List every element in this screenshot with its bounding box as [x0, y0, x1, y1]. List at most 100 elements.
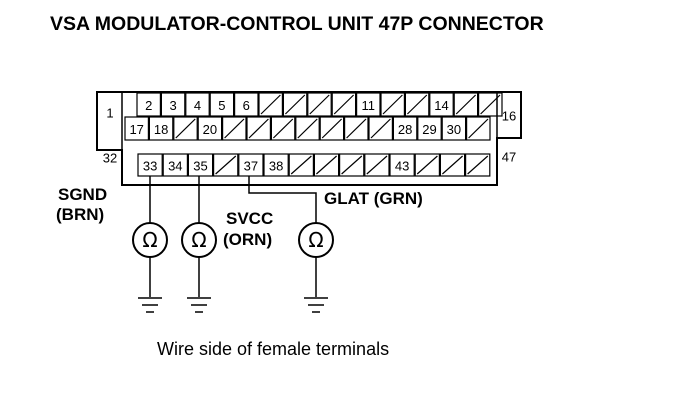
terminal-cell: [162, 153, 188, 177]
side-label-1: 1: [106, 106, 113, 121]
unused-terminal-mark: [248, 118, 269, 139]
terminal-cell: [339, 153, 365, 177]
unused-terminal-mark: [333, 94, 355, 115]
terminal-number-30: 30: [447, 122, 461, 137]
terminal-number-38: 38: [269, 159, 283, 174]
terminal-cell: [417, 116, 442, 141]
terminal-cell: [392, 116, 418, 141]
terminal-number-3: 3: [169, 98, 176, 113]
terminal-cell: [234, 92, 259, 117]
terminal-number-37: 37: [244, 159, 258, 174]
terminal-number-34: 34: [168, 159, 182, 174]
terminal-number-2: 2: [145, 98, 152, 113]
terminal-cell: [414, 153, 441, 177]
terminal-cell: [187, 153, 214, 177]
terminal-cell: [380, 92, 405, 117]
unused-terminal-mark: [321, 118, 343, 139]
unused-terminal-mark: [468, 118, 489, 139]
terminal-number-28: 28: [398, 122, 412, 137]
unused-terminal-mark: [284, 94, 306, 115]
terminal-cell: [263, 153, 289, 177]
ground-icon: [138, 297, 162, 313]
terminal-cell: [238, 153, 264, 177]
terminal-number-4: 4: [194, 98, 201, 113]
terminal-number-43: 43: [395, 159, 409, 174]
terminal-cell: [453, 92, 479, 117]
ohm-symbol: Ω: [142, 228, 157, 252]
terminal-cell: [282, 92, 308, 117]
terminal-cell: [429, 92, 454, 117]
terminal-cell: [356, 92, 381, 117]
terminal-cell: [368, 116, 393, 141]
terminal-cell: [148, 116, 174, 141]
unused-terminal-mark: [416, 155, 438, 175]
unused-terminal-mark: [316, 155, 337, 175]
terminal-number-6: 6: [243, 98, 250, 113]
terminal-number-17: 17: [129, 122, 143, 137]
signal-label-sgnd: SGND: [58, 185, 107, 204]
terminal-number-18: 18: [154, 122, 168, 137]
terminal-cell: [465, 153, 491, 177]
terminal-cell: [439, 153, 466, 177]
terminal-cell: [258, 92, 283, 117]
terminal-number-33: 33: [143, 159, 157, 174]
signal-label-glat: GLAT (GRN): [324, 189, 423, 208]
unused-terminal-mark: [442, 155, 463, 175]
ohm-symbol: Ω: [308, 228, 323, 252]
ground-icon: [187, 297, 211, 313]
terminal-cell: [313, 153, 340, 177]
terminal-cell: [222, 116, 247, 141]
terminal-cell: [246, 116, 271, 141]
wire-glat: [248, 176, 317, 223]
unused-terminal-mark: [224, 118, 245, 139]
unused-terminal-mark: [175, 118, 196, 139]
unused-terminal-mark: [341, 155, 363, 175]
terminal-cell: [288, 153, 315, 177]
side-label-16: 16: [502, 109, 516, 124]
unused-terminal-mark: [290, 155, 312, 175]
terminal-cell: [295, 116, 320, 141]
unused-terminal-mark: [297, 118, 318, 139]
unused-terminal-mark: [370, 118, 391, 139]
unused-terminal-mark: [455, 94, 477, 115]
terminal-cell: [404, 92, 430, 117]
diagram-title: VSA MODULATOR-CONTROL UNIT 47P CONNECTOR: [50, 13, 544, 35]
unused-terminal-mark: [467, 155, 489, 175]
signal-label-svcc: SVCC: [226, 209, 273, 228]
unused-terminal-mark: [346, 118, 367, 139]
terminal-number-35: 35: [193, 159, 207, 174]
terminal-cell: [478, 92, 503, 117]
terminal-cell: [209, 92, 235, 117]
ground-icon: [304, 297, 328, 313]
ohm-symbol: Ω: [191, 228, 206, 252]
terminal-cell: [124, 116, 149, 141]
unused-terminal-mark: [260, 94, 281, 115]
unused-terminal-mark: [309, 94, 330, 115]
unused-terminal-mark: [272, 118, 294, 139]
terminal-cell: [270, 116, 296, 141]
terminal-number-11: 11: [362, 98, 376, 113]
terminal-cell: [136, 92, 161, 117]
unused-terminal-mark: [406, 94, 428, 115]
unused-terminal-mark: [215, 155, 237, 175]
terminal-cell: [389, 153, 415, 177]
terminal-cell: [331, 92, 357, 117]
unused-terminal-mark: [480, 94, 501, 115]
terminal-cell: [173, 116, 198, 141]
terminal-cell: [441, 116, 467, 141]
terminal-cell: [466, 116, 491, 141]
terminal-number-14: 14: [434, 98, 448, 113]
unused-terminal-mark: [366, 155, 388, 175]
terminal-cell: [160, 92, 186, 117]
wire-color-svcc: (ORN): [223, 230, 272, 249]
terminal-cell: [319, 116, 345, 141]
terminal-number-20: 20: [203, 122, 217, 137]
unused-terminal-mark: [382, 94, 403, 115]
terminal-number-5: 5: [218, 98, 225, 113]
side-label-32: 32: [103, 151, 117, 166]
terminal-cell: [213, 153, 239, 177]
terminal-cell: [364, 153, 390, 177]
side-label-47: 47: [502, 150, 516, 165]
